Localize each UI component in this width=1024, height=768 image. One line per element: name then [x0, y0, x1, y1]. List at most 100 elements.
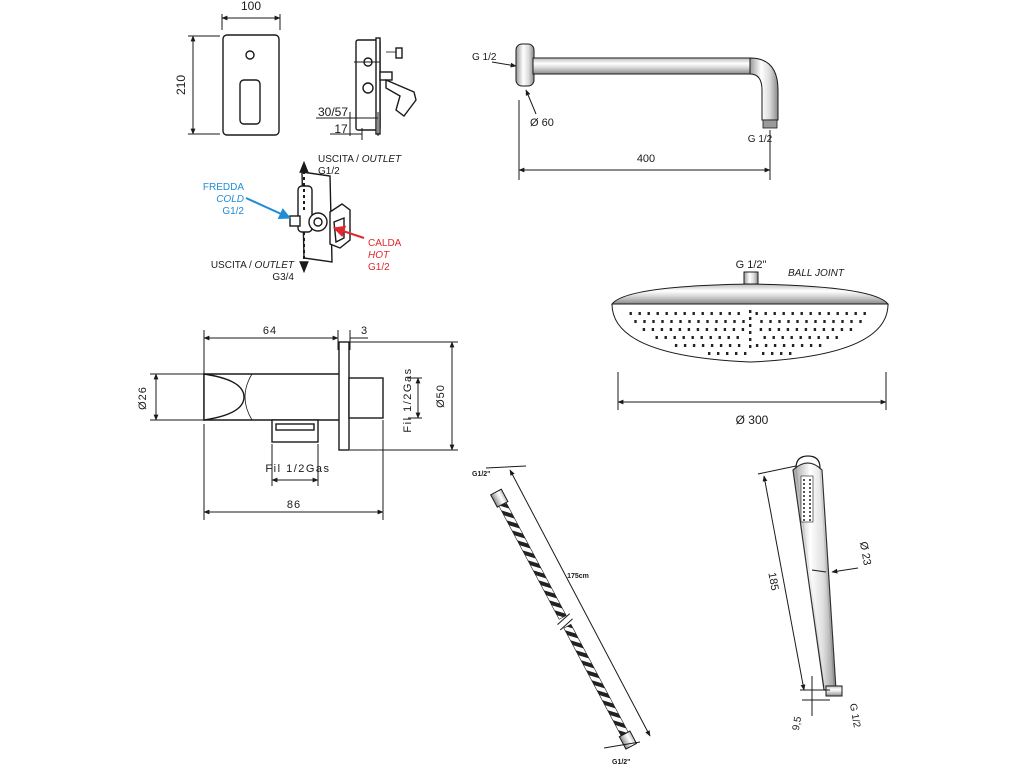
hand-nozzle-dot	[809, 495, 811, 497]
outlet-top-size: G1/2	[318, 166, 340, 177]
nozzle-dot	[737, 312, 740, 315]
hand-nozzle-dot	[803, 487, 805, 489]
mixer-height-label: 210	[174, 75, 188, 95]
nozzle-dot	[733, 320, 736, 323]
nozzle-dot	[795, 328, 799, 331]
hose-top-label: G1/2"	[472, 471, 491, 478]
nozzle-dot	[786, 328, 790, 331]
mixer-lever	[239, 79, 261, 125]
nozzle-dot	[670, 320, 673, 323]
arm-inlet-label: G 1/2	[472, 52, 497, 63]
nozzle-dot	[697, 320, 700, 323]
nozzle-dot	[643, 320, 646, 323]
nozzle-dot	[854, 312, 857, 315]
nozzle-dot	[769, 320, 772, 323]
hot-label-en: HOT	[368, 250, 390, 261]
hand-nozzle-dot	[809, 491, 811, 493]
hand-nozzle-dot	[803, 491, 805, 493]
nozzle-dot	[687, 328, 691, 331]
outlet-top-label-en: OUTLET	[362, 154, 402, 165]
nozzle-dot	[800, 312, 803, 315]
nozzle-dot	[700, 336, 703, 339]
nozzle-dot	[827, 312, 830, 315]
hand-shower-view	[757, 455, 859, 716]
shower-head-nozzles	[629, 310, 866, 355]
nozzle-dot	[777, 328, 781, 331]
nozzle-dot	[831, 328, 835, 331]
nozzle-dot	[634, 320, 637, 323]
head-connection-label: G 1/2"	[736, 259, 767, 271]
hose-bottom-label: G1/2"	[612, 759, 631, 766]
elbow-diameter-label: Ø26	[137, 386, 149, 410]
nozzle-dot	[823, 320, 826, 323]
nozzle-dot	[781, 336, 784, 339]
nozzle-dot	[762, 352, 765, 355]
nozzle-dot	[763, 336, 766, 339]
nozzle-dot	[705, 328, 709, 331]
nozzle-dot	[642, 328, 646, 331]
nozzle-dot	[728, 344, 732, 347]
mixer-depth-label: 30/57	[318, 105, 348, 119]
nozzle-dot	[724, 320, 727, 323]
mixer-width-label: 100	[241, 0, 261, 13]
hose-view	[485, 465, 651, 750]
nozzle-dot	[742, 320, 745, 323]
hose-length-label: 175cm	[567, 573, 589, 580]
nozzle-dot	[732, 328, 736, 331]
nozzle-dot	[790, 336, 793, 339]
nozzle-dot	[708, 352, 711, 355]
hand-nozzle-dot	[803, 507, 805, 509]
nozzle-dot	[749, 331, 752, 334]
nozzle-dot	[701, 344, 705, 347]
nozzle-dot	[755, 312, 758, 315]
nozzle-dot	[849, 328, 853, 331]
nozzle-dot	[799, 336, 802, 339]
nozzle-dot	[736, 336, 739, 339]
nozzle-dot	[836, 312, 839, 315]
nozzle-dot	[683, 312, 686, 315]
nozzle-dot	[718, 336, 721, 339]
hand-nozzle-dot	[803, 499, 805, 501]
nozzle-dot	[692, 312, 695, 315]
nozzle-dot	[850, 320, 853, 323]
nozzle-dot	[791, 312, 794, 315]
nozzle-dot	[682, 336, 685, 339]
hand-nozzle-dot	[803, 519, 805, 521]
nozzle-dot	[679, 320, 682, 323]
nozzle-dot	[809, 344, 813, 347]
svg-text:USCITA / OUTLET: USCITA / OUTLET	[318, 154, 402, 165]
nozzle-dot	[800, 344, 804, 347]
hand-nozzle-dot	[809, 503, 811, 505]
hand-shower-thread-label: 9,5	[791, 715, 804, 731]
nozzle-dot	[780, 352, 783, 355]
hand-nozzle-dot	[809, 519, 811, 521]
nozzle-dot	[749, 310, 752, 313]
nozzle-dot	[778, 320, 781, 323]
nozzle-dot	[773, 344, 777, 347]
nozzle-dot	[859, 320, 862, 323]
nozzle-dot	[674, 312, 677, 315]
nozzle-dot	[755, 344, 759, 347]
nozzle-dot	[759, 328, 763, 331]
nozzle-dot	[782, 312, 785, 315]
arm-length-label: 400	[637, 153, 655, 165]
nozzle-dot	[717, 352, 720, 355]
nozzle-dot	[749, 317, 752, 320]
elbow-thread-side-label: Fil 1/2Gas	[402, 367, 414, 432]
hand-nozzle-dot	[803, 483, 805, 485]
nozzle-dot	[818, 344, 822, 347]
nozzle-dot	[678, 328, 682, 331]
nozzle-dot	[832, 320, 835, 323]
nozzle-dot	[629, 312, 632, 315]
hand-shower-connection-label: G 1/2	[847, 703, 862, 729]
mixer-front-view: 100 210	[174, 0, 281, 136]
elbow-flange-label: Ø50	[435, 384, 447, 408]
nozzle-dot	[715, 320, 718, 323]
nozzle-dot	[744, 352, 747, 355]
nozzle-dot	[661, 320, 664, 323]
nozzle-dot	[808, 336, 811, 339]
nozzle-dot	[651, 328, 655, 331]
nozzle-dot	[735, 352, 738, 355]
nozzle-dot	[773, 312, 776, 315]
